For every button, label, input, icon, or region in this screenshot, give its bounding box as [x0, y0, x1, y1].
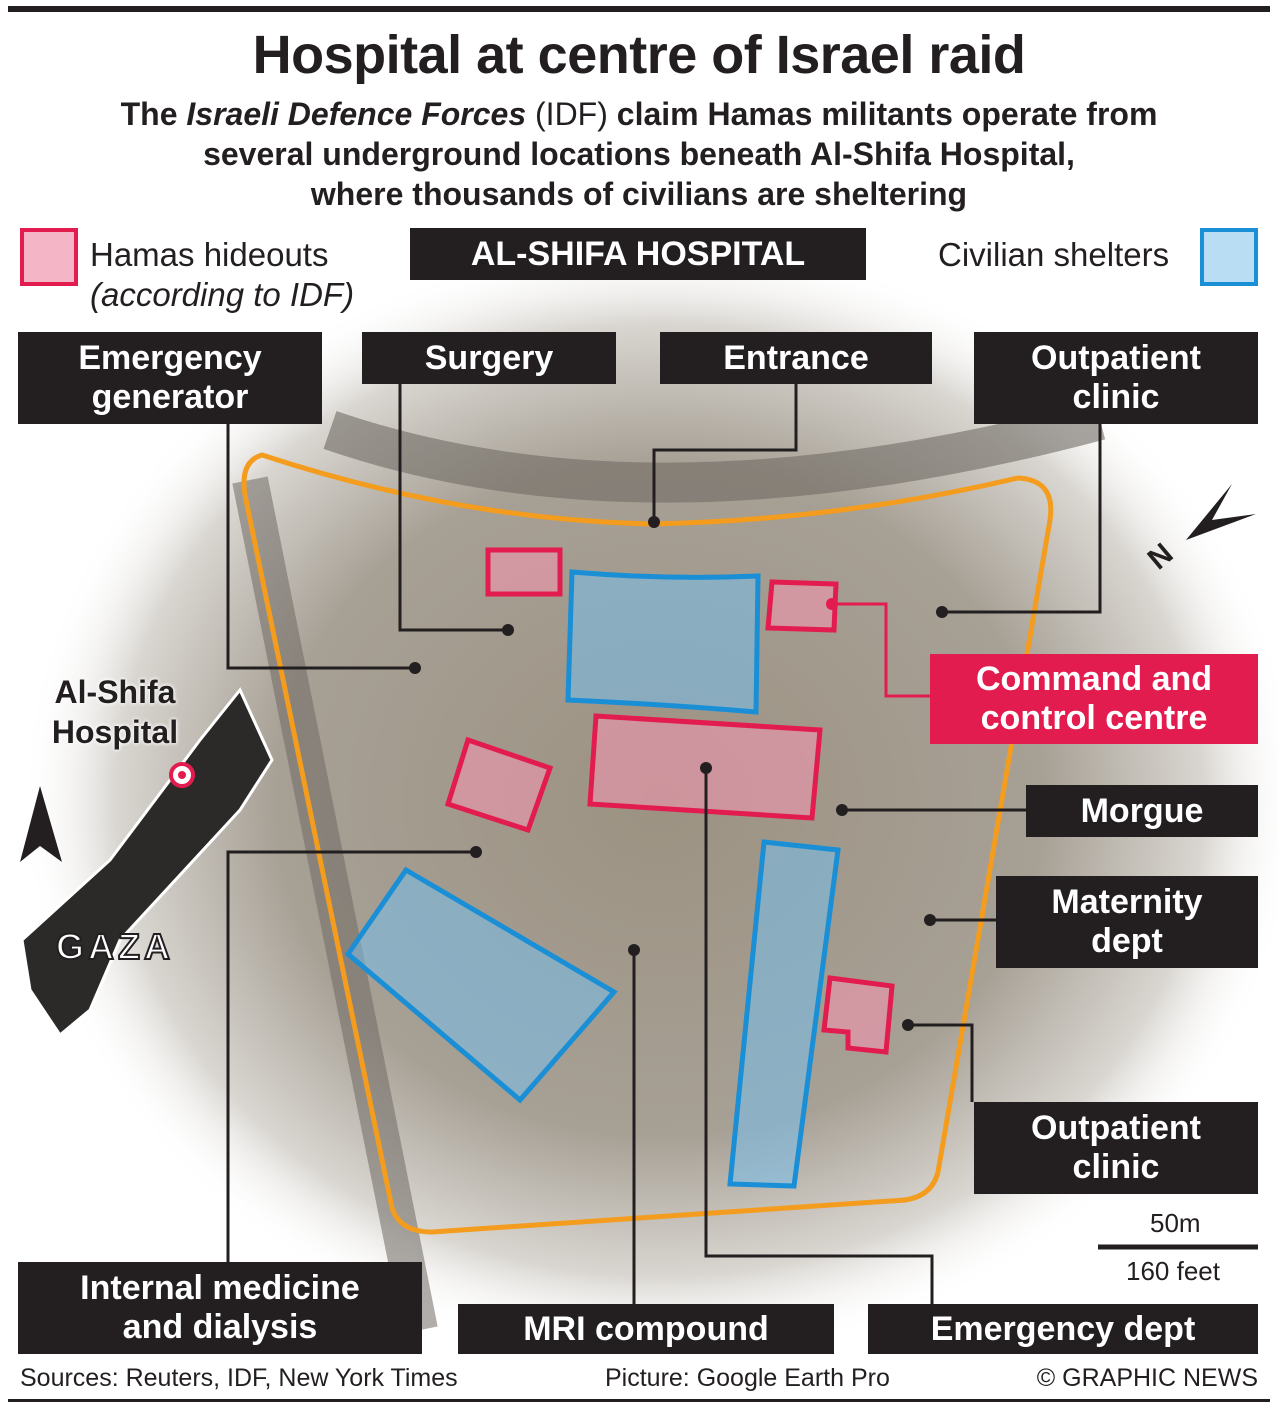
label-entrance: Entrance — [660, 332, 932, 384]
marker-dot — [648, 516, 660, 528]
marker-dot — [902, 1019, 914, 1031]
civilian-legend-label: Civilian shelters — [938, 236, 1170, 273]
leader-line — [226, 424, 415, 670]
label-text: dept — [1091, 922, 1163, 960]
north-arrow-icon — [20, 786, 62, 862]
marker-dot — [628, 944, 640, 956]
civilian-legend-swatch — [1200, 228, 1258, 286]
map-title-label: AL-SHIFA HOSPITAL — [410, 228, 866, 280]
leader-line — [942, 424, 1102, 614]
subtitle: The Israeli Defence Forces (IDF) claim H… — [0, 94, 1278, 214]
leader-line — [398, 384, 508, 632]
page-title: Hospital at centre of Israel raid — [252, 25, 1026, 85]
hamas-legend-label: Hamas hideouts — [90, 236, 329, 273]
label-text: and dialysis — [122, 1308, 318, 1346]
hamas-hideout-zone — [821, 975, 895, 1055]
hamas-legend-swatch — [20, 228, 78, 286]
hospital-location-dot — [178, 771, 186, 779]
label-text: Al-Shifa — [54, 674, 176, 710]
label-surgery: Surgery — [362, 332, 616, 384]
label-text: clinic — [1072, 378, 1160, 416]
label-text: control centre — [980, 699, 1208, 737]
bottom-rule — [8, 1399, 1270, 1402]
marker-dot — [502, 624, 514, 636]
label-emergency-dept: Emergency dept — [868, 1304, 1258, 1354]
road — [232, 476, 438, 1334]
leader-line — [832, 602, 930, 698]
label-morgue: Morgue — [1026, 785, 1258, 837]
hamas-hideout-zone — [765, 579, 839, 633]
leader-line — [908, 1023, 974, 1102]
footer-sources: Sources: Reuters, IDF, New York Times — [20, 1364, 458, 1392]
hamas-legend-note: (according to IDF) — [90, 276, 355, 313]
marker-dot — [700, 762, 712, 774]
scale-metric: 50m — [1150, 1208, 1201, 1238]
subtitle-text: claim Hamas militants operate from — [607, 96, 1158, 132]
subtitle-text: The — [120, 96, 187, 132]
label-text: Hospital — [51, 714, 179, 750]
civilian-shelter-zone — [344, 866, 618, 1104]
leader-line — [704, 768, 934, 1304]
marker-dot — [836, 804, 848, 816]
label-text: Internal medicine — [80, 1269, 360, 1307]
footer-copyright: © GRAPHIC NEWS — [1036, 1364, 1258, 1392]
label-text: Outpatient — [1031, 339, 1201, 377]
label-mri-compound: MRI compound — [458, 1304, 834, 1354]
label-text: Maternity — [1051, 883, 1203, 921]
leader-line — [652, 384, 798, 522]
compass-north-arrow-icon — [1186, 484, 1256, 540]
label-text: Emergency — [78, 339, 262, 377]
footer-picture-credit: Picture: Google Earth Pro — [605, 1364, 890, 1392]
marker-dot — [826, 598, 838, 610]
road — [323, 400, 1106, 503]
marker-dot — [924, 914, 936, 926]
label-text: Outpatient — [1031, 1109, 1201, 1147]
hamas-hideout-zone — [485, 547, 563, 597]
label-text: Command and — [975, 660, 1213, 698]
compound-boundary — [241, 452, 1054, 1235]
subtitle-line: where thousands of civilians are shelter… — [310, 176, 968, 212]
leader-line — [226, 850, 476, 1262]
civilian-shelter-zone — [727, 839, 841, 1189]
scale-imperial: 160 feet — [1126, 1256, 1220, 1286]
subtitle-italic: Israeli Defence Forces — [186, 96, 527, 132]
civilian-shelter-zone — [565, 569, 761, 715]
top-rule — [8, 6, 1270, 12]
marker-dot — [936, 606, 948, 618]
label-text: clinic — [1072, 1148, 1160, 1186]
subtitle-line: several underground locations beneath Al… — [203, 136, 1075, 172]
subtitle-abbr: (IDF) — [526, 96, 608, 132]
hamas-hideout-zone — [444, 736, 554, 834]
inset-region-label: GAZA — [55, 925, 174, 968]
marker-dot — [470, 846, 482, 858]
marker-dot — [409, 662, 421, 674]
gaza-strip-inset — [20, 687, 274, 1038]
label-text: generator — [91, 378, 249, 416]
